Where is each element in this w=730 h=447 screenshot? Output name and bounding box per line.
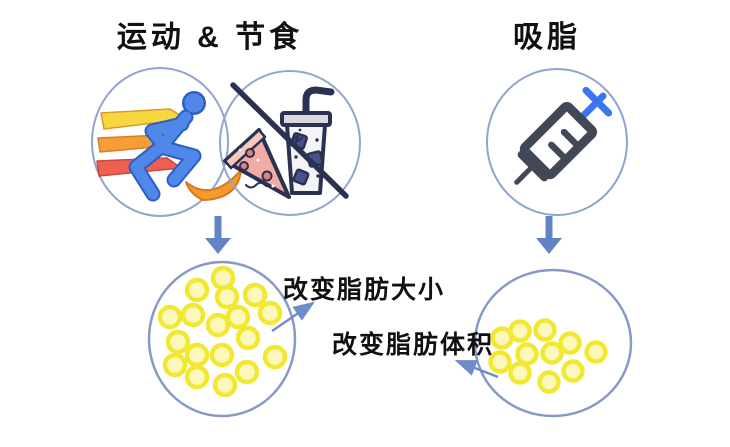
fat-cell	[214, 284, 240, 310]
fat-cell	[184, 342, 210, 368]
runner-circle	[91, 67, 242, 217]
fat-cell	[210, 265, 236, 291]
no-junkfood-circle	[219, 70, 361, 216]
down-arrow-left	[205, 216, 231, 254]
fat-cell	[558, 331, 582, 355]
down-arrow-right	[536, 216, 562, 254]
squiggle-mark	[245, 181, 267, 189]
left-method-title: 运动 & 节食	[116, 21, 304, 54]
fat-cell	[537, 370, 561, 394]
fat-cell	[157, 304, 183, 330]
fat-cell	[225, 304, 251, 330]
fat-cells-circle-right	[473, 268, 633, 418]
fat-cell	[533, 318, 557, 342]
prohibition-slash-icon	[230, 82, 349, 199]
syringe-icon	[514, 86, 613, 185]
fat-cell	[515, 342, 539, 366]
running-person-icon	[96, 91, 242, 202]
fat-cell	[180, 302, 206, 328]
fat-cell	[584, 340, 608, 364]
fat-cell	[209, 342, 235, 368]
fat-cell	[165, 329, 191, 355]
syringe-barrel	[519, 101, 598, 180]
fat-cell	[162, 352, 188, 378]
left-result-label: 改变脂肪大小	[283, 276, 446, 304]
fat-cell	[234, 359, 260, 385]
fat-cell	[212, 372, 238, 398]
fat-cell	[242, 282, 268, 308]
right-method-title: 吸脂	[513, 21, 581, 54]
fat-cell	[262, 344, 288, 370]
syringe-circle	[486, 68, 628, 216]
label-arrow-right	[454, 359, 499, 379]
fat-cell	[508, 361, 532, 385]
fat-cell	[508, 319, 532, 343]
pizza-slice-icon	[223, 128, 303, 199]
fat-cells-circle-left	[147, 260, 297, 418]
right-result-label: 改变脂肪体积	[332, 331, 495, 359]
fat-cell	[561, 359, 585, 383]
fat-cell	[184, 364, 210, 390]
fat-cell	[235, 325, 261, 351]
fat-cells-right	[488, 318, 608, 394]
fat-cell	[488, 350, 512, 374]
label-arrow-left	[271, 301, 315, 332]
fat-cell	[184, 277, 210, 303]
fat-cell	[257, 300, 283, 326]
straw-icon	[302, 86, 335, 117]
fat-cell	[205, 312, 231, 338]
plunger-handle	[582, 86, 613, 117]
squiggle-mark	[291, 133, 303, 145]
swoosh-icon	[185, 169, 242, 201]
fat-cells-left	[157, 265, 288, 398]
fat-cell	[540, 341, 564, 365]
